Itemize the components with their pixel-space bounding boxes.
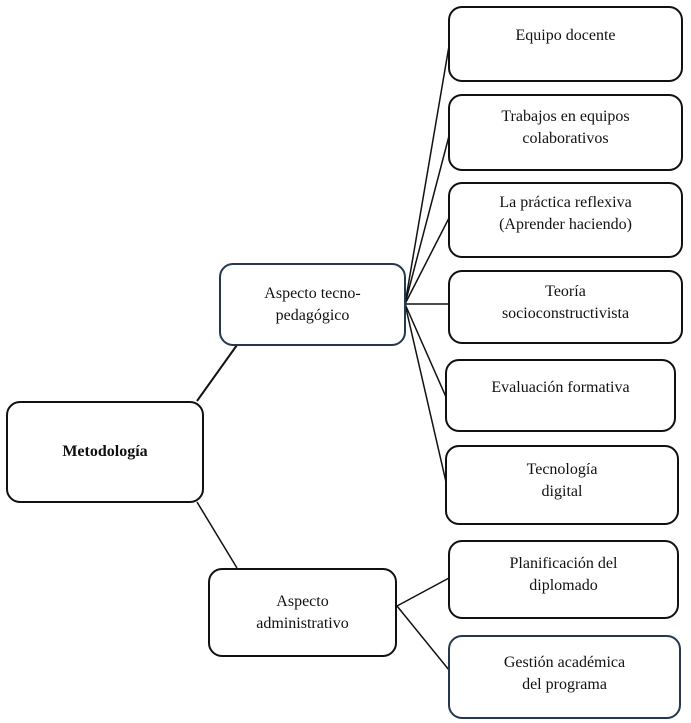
node-aspecto-tecnopedagogico: Aspecto tecno- pedagógico bbox=[219, 263, 406, 346]
node-aspecto-administrativo: Aspecto administrativo bbox=[208, 568, 397, 657]
link-tp-trabajos bbox=[404, 135, 450, 305]
node-evaluacion-formativa: Evaluación formativa bbox=[445, 359, 676, 432]
node-label: Teoría socioconstructivista bbox=[501, 283, 630, 322]
node-equipo-docente: Equipo docente bbox=[448, 6, 683, 82]
node-label: Trabajos en equipos colaborativos bbox=[501, 107, 630, 147]
node-tecnologia-digital: Tecnología digital bbox=[445, 445, 679, 525]
node-label: Equipo docente bbox=[515, 27, 616, 44]
node-label: Evaluación formativa bbox=[491, 378, 630, 396]
link-root-administrativo bbox=[196, 501, 238, 569]
node-label: Metodología bbox=[62, 443, 148, 460]
node-label: Aspecto tecno- pedagógico bbox=[264, 284, 361, 324]
node-label: Gestión académica del programa bbox=[503, 654, 626, 693]
link-tp-evaluacion bbox=[404, 303, 447, 398]
node-teoria-socioconstructivista: Teoría socioconstructivista bbox=[448, 270, 683, 344]
link-adm-gestion bbox=[396, 605, 450, 671]
link-tp-equipo-docente bbox=[404, 45, 450, 305]
link-adm-planificacion bbox=[396, 577, 450, 607]
node-practica-reflexiva: La práctica reflexiva (Aprender haciendo… bbox=[448, 182, 683, 258]
node-trabajos-equipos: Trabajos en equipos colaborativos bbox=[448, 94, 683, 171]
node-label: La práctica reflexiva (Aprender haciendo… bbox=[499, 194, 632, 233]
link-tp-practica bbox=[404, 217, 450, 305]
link-root-tecnopedagogico bbox=[196, 344, 238, 402]
node-label: Aspecto administrativo bbox=[256, 592, 349, 632]
node-label: Tecnología digital bbox=[526, 461, 598, 500]
node-gestion-academica: Gestión académica del programa bbox=[448, 635, 681, 719]
link-tp-tecnologia bbox=[404, 303, 447, 483]
node-planificacion-diplomado: Planificación del diplomado bbox=[448, 540, 679, 619]
node-metodologia: Metodología bbox=[6, 401, 204, 503]
node-label: Planificación del diplomado bbox=[509, 554, 618, 594]
